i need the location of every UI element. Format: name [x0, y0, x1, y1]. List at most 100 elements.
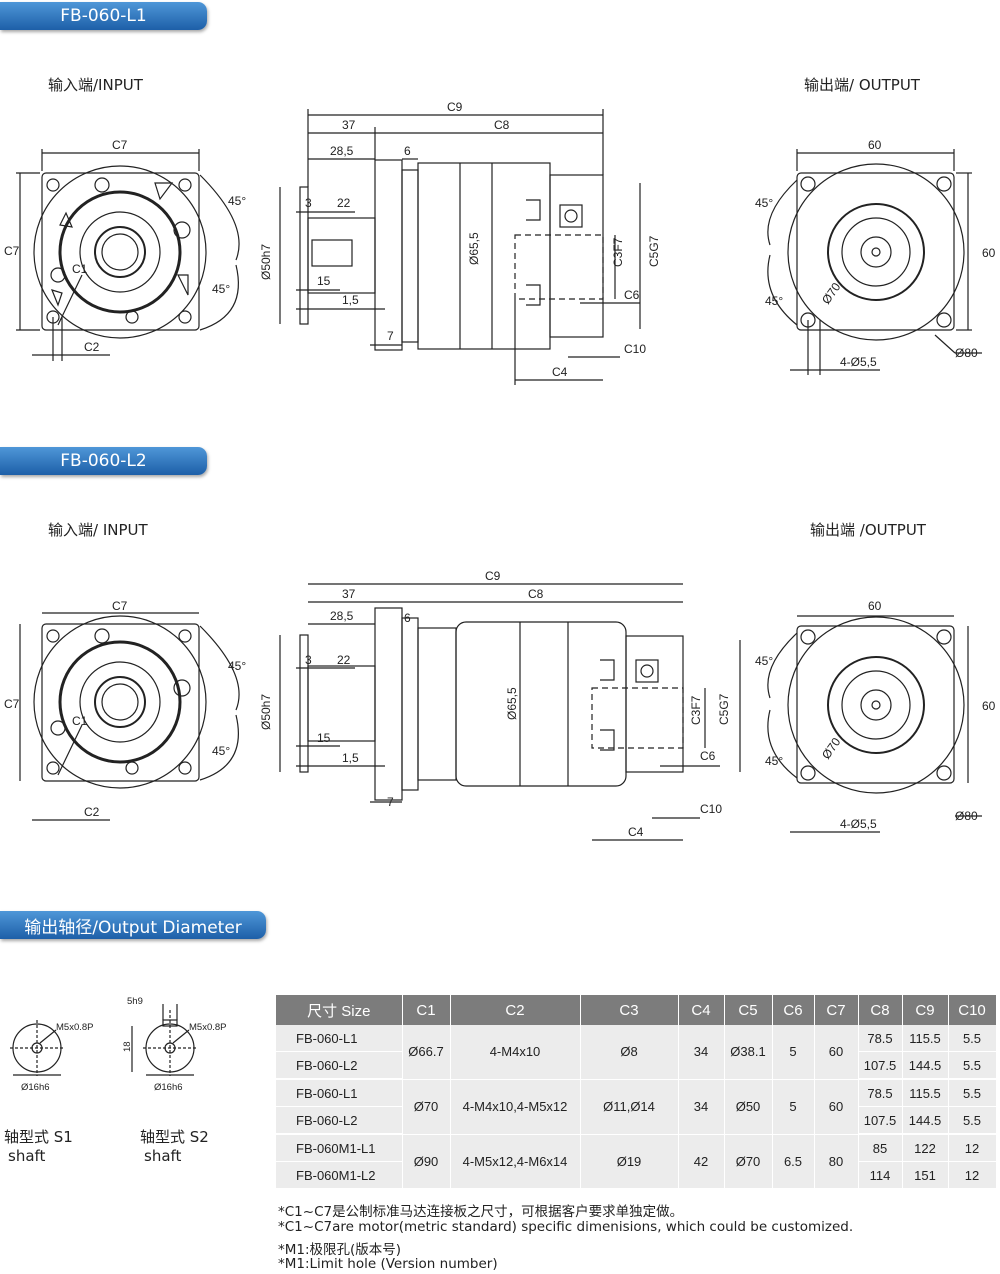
th-c1: C1 — [402, 995, 451, 1025]
dim-c6: C6 — [700, 749, 716, 763]
cell-c9: 144.5 — [902, 1106, 949, 1135]
dim-c9: C9 — [447, 100, 463, 114]
dim-60: 60 — [868, 599, 882, 613]
cell-c10: 5.5 — [948, 1079, 997, 1107]
cell-c7: 80 — [814, 1134, 859, 1189]
dim-phi50: Ø50h7 — [259, 694, 273, 730]
s2-caption-en: shaft — [144, 1147, 182, 1165]
dim-28-5: 28,5 — [330, 144, 354, 158]
table-row: FB-060-L2 107.5 144.5 5.5 — [276, 1106, 997, 1135]
dim-60-v: 60 — [982, 699, 996, 713]
cell-size: FB-060-L1 — [276, 1025, 403, 1052]
table-row: FB-060M1-L2 114 151 12 — [276, 1161, 997, 1189]
dim-45b: 45° — [212, 744, 230, 758]
l2-side-view — [279, 583, 741, 841]
cell-c2: 4-M5x12,4-M6x14 — [450, 1134, 581, 1189]
section-title: FB-060-L1 — [60, 6, 147, 26]
section-title: FB-060-L2 — [60, 451, 147, 471]
s1-caption-en: shaft — [8, 1147, 46, 1165]
dim-c7: C7 — [112, 599, 128, 613]
l1-side-view — [279, 109, 641, 385]
l1-drawings: C7 C7 C2 C1 45° 45° C9 37 C8 28,5 6 3 22… — [4, 100, 996, 385]
shaft-drawings: M5x0.8P Ø16h6 M5x0.8P Ø16h6 5h9 18 — [10, 996, 227, 1093]
cell-c6: 5 — [772, 1079, 815, 1135]
note-4: *M1:Limit hole (Version number) — [278, 1256, 498, 1272]
dim-7: 7 — [387, 795, 394, 809]
s1-dia: Ø16h6 — [21, 1082, 50, 1093]
table-row: FB-060-L1 Ø70 4-M4x10,4-M5x12 Ø11,Ø14 34… — [276, 1079, 997, 1135]
cell-c8: 85 — [858, 1134, 903, 1162]
table-row: FB-060-L1 Ø66.7 4-M4x10 Ø8 34 Ø38.1 5 60… — [276, 1025, 997, 1080]
dim-c6: C6 — [624, 288, 640, 302]
dim-c2: C2 — [84, 805, 100, 819]
dim-45d: 45° — [765, 294, 783, 308]
dim-6: 6 — [404, 611, 411, 625]
cell-c3: Ø11,Ø14 — [580, 1079, 679, 1135]
cell-c8: 107.5 — [858, 1106, 903, 1135]
cell-c5: Ø38.1 — [724, 1025, 773, 1080]
cell-c10: 5.5 — [948, 1106, 997, 1135]
cell-c10: 12 — [948, 1161, 997, 1189]
cell-c10: 5.5 — [948, 1025, 997, 1052]
dim-37: 37 — [342, 587, 356, 601]
table-row: FB-060-L2 107.5 144.5 5.5 — [276, 1051, 997, 1080]
cell-c4: 42 — [678, 1134, 725, 1189]
th-c5: C5 — [724, 995, 773, 1025]
cell-c9: 115.5 — [902, 1079, 949, 1107]
dim-c10: C10 — [700, 802, 722, 816]
dim-37: 37 — [342, 118, 356, 132]
dim-60-v: 60 — [982, 246, 996, 260]
cell-size: FB-060M1-L2 — [276, 1161, 403, 1189]
cell-c9: 122 — [902, 1134, 949, 1162]
cell-c6: 5 — [772, 1025, 815, 1080]
section-title: 输出轴径/Output Diameter — [24, 917, 242, 938]
cell-c1: Ø90 — [402, 1134, 451, 1189]
cell-c3: Ø8 — [580, 1025, 679, 1080]
s2-key-height: 18 — [122, 1041, 133, 1052]
cell-c10: 12 — [948, 1134, 997, 1162]
cell-c10: 5.5 — [948, 1051, 997, 1080]
dim-45b: 45° — [212, 282, 230, 296]
dim-c10: C10 — [624, 342, 646, 356]
dim-60: 60 — [868, 138, 882, 152]
cell-c7: 60 — [814, 1025, 859, 1080]
cell-size: FB-060M1-L1 — [276, 1134, 403, 1162]
cell-c8: 107.5 — [858, 1051, 903, 1080]
s2-caption-cn: 轴型式 S2 — [140, 1128, 209, 1146]
cell-c7: 60 — [814, 1079, 859, 1135]
th-c6: C6 — [772, 995, 815, 1025]
th-c4: C4 — [678, 995, 725, 1025]
dim-phi50: Ø50h7 — [259, 244, 273, 280]
cell-c1: Ø66.7 — [402, 1025, 451, 1080]
dim-phi65: Ø65,5 — [505, 687, 519, 720]
l2-output-view — [767, 615, 982, 833]
s1-thread: M5x0.8P — [56, 1022, 94, 1033]
l2-input-label: 输入端/ INPUT — [48, 521, 148, 539]
cell-c9: 151 — [902, 1161, 949, 1189]
th-c3: C3 — [580, 995, 679, 1025]
dim-6: 6 — [404, 144, 411, 158]
l2-input-view — [19, 612, 240, 821]
th-c9: C9 — [902, 995, 949, 1025]
dim-c5: C5G7 — [647, 235, 661, 267]
l1-input-label: 输入端/INPUT — [48, 76, 143, 94]
dim-c4: C4 — [628, 825, 644, 839]
cell-c8: 78.5 — [858, 1025, 903, 1052]
cell-c9: 144.5 — [902, 1051, 949, 1080]
th-c10: C10 — [948, 995, 997, 1025]
dim-3: 3 — [305, 196, 312, 210]
cell-c1: Ø70 — [402, 1079, 451, 1135]
dim-15: 15 — [317, 274, 331, 288]
dim-c7-v: C7 — [4, 697, 20, 711]
s2-caption: 轴型式 S2 shaft — [140, 1128, 209, 1166]
cell-c8: 114 — [858, 1161, 903, 1189]
dim-45a: 45° — [228, 194, 246, 208]
dim-22: 22 — [337, 653, 351, 667]
dim-c3: C3F7 — [689, 695, 703, 725]
dim-phi80: Ø80 — [955, 809, 978, 823]
dim-45c: 45° — [755, 196, 773, 210]
note-3: *M1:极限孔(版本号) — [278, 1242, 402, 1258]
table-header: 尺寸 Size C1 C2 C3 C4 C5 C6 C7 C8 C9 C10 — [276, 995, 997, 1025]
dim-1-5: 1,5 — [342, 293, 359, 307]
dim-45d: 45° — [765, 754, 783, 768]
